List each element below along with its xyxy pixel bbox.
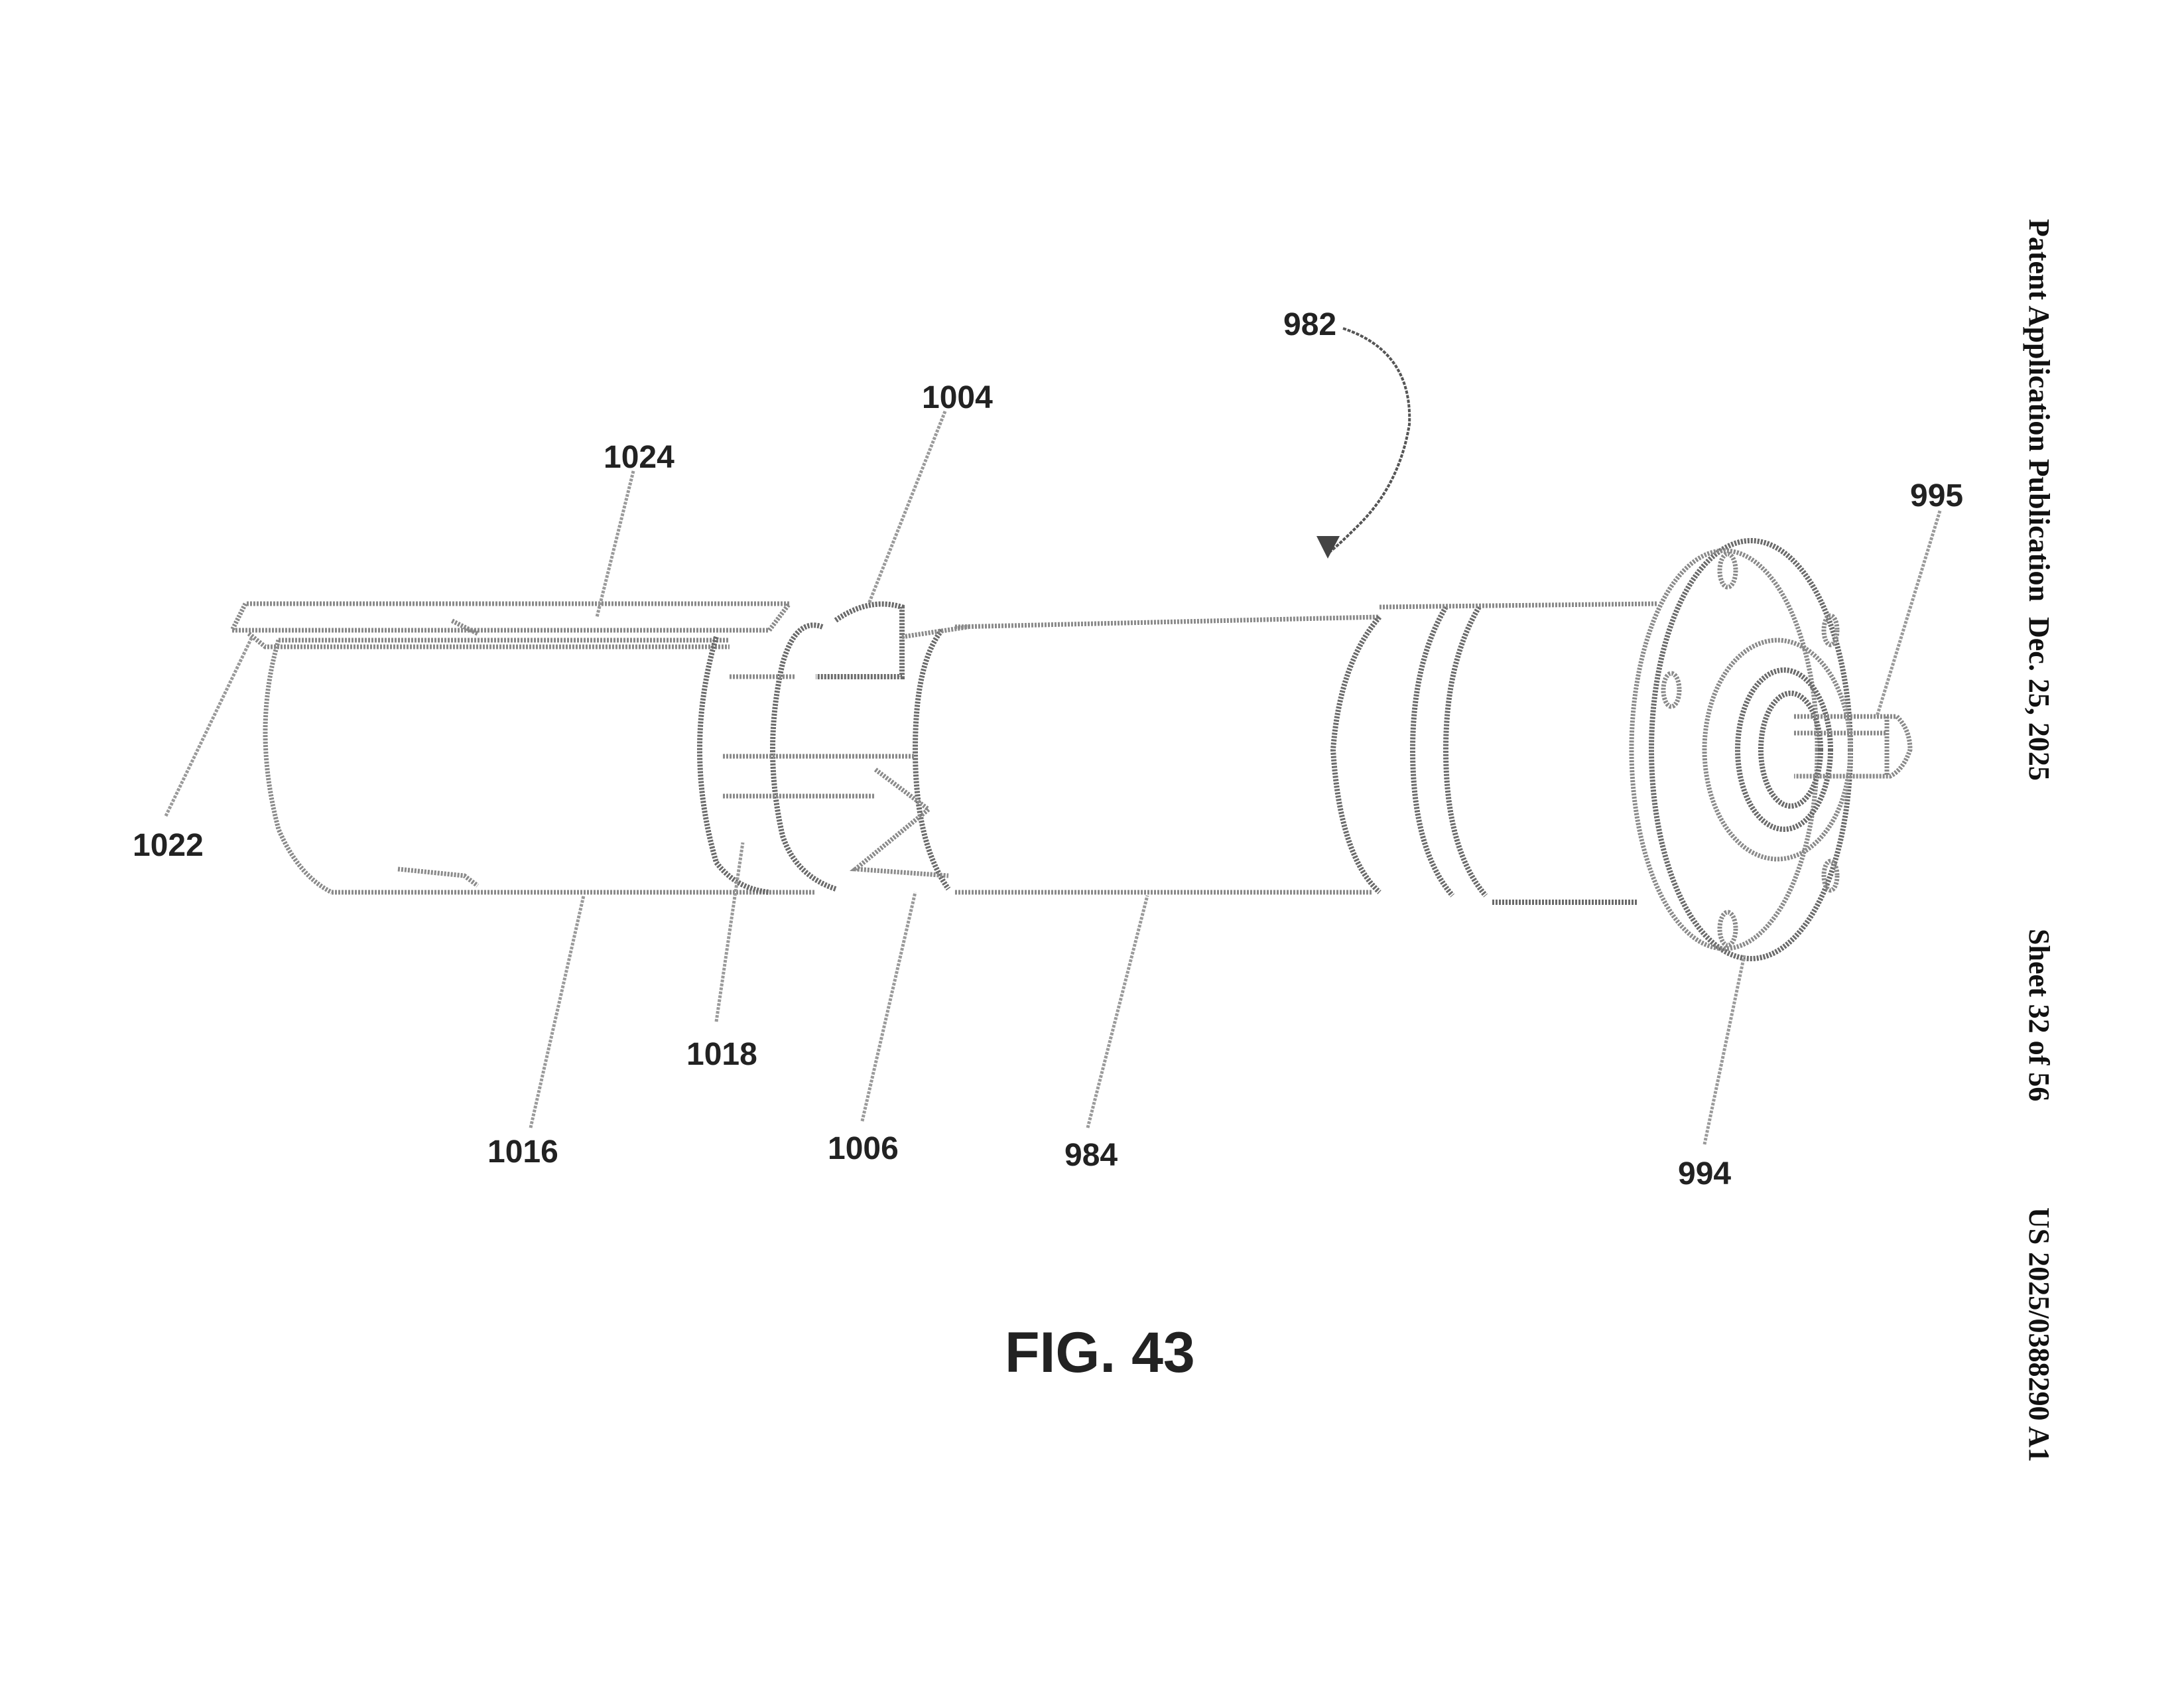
leader-1006 [860,892,917,1122]
leader-1016 [529,895,586,1128]
ref-1004: 1004 [922,380,993,415]
sleeve-1016 [263,638,816,895]
ring-assembly [697,601,969,895]
ref-995: 995 [1910,478,1963,513]
arrowhead-982 [1317,536,1340,559]
arm-1024 [228,601,794,649]
ref-982: 982 [1283,307,1336,342]
ref-1024: 1024 [604,440,674,475]
ref-1016: 1016 [487,1134,558,1170]
ref-1018: 1018 [686,1037,757,1072]
figure-caption: FIG. 43 [1005,1321,1195,1385]
ref-1006: 1006 [828,1131,899,1166]
leader-1022 [164,636,254,817]
leader-1018 [714,842,745,1022]
leader-994 [1702,955,1746,1145]
shaft-995 [1794,714,1913,779]
arrow-982 [1325,327,1411,555]
leader-984 [1086,895,1149,1128]
ref-984: 984 [1064,1138,1118,1173]
ref-1022: 1022 [133,828,204,863]
flange-994 [1629,538,1853,961]
housing-984 [954,601,1659,905]
leader-1004 [867,411,947,604]
leader-995 [1875,510,1942,717]
ref-994: 994 [1678,1156,1731,1191]
leader-1024 [595,470,635,618]
